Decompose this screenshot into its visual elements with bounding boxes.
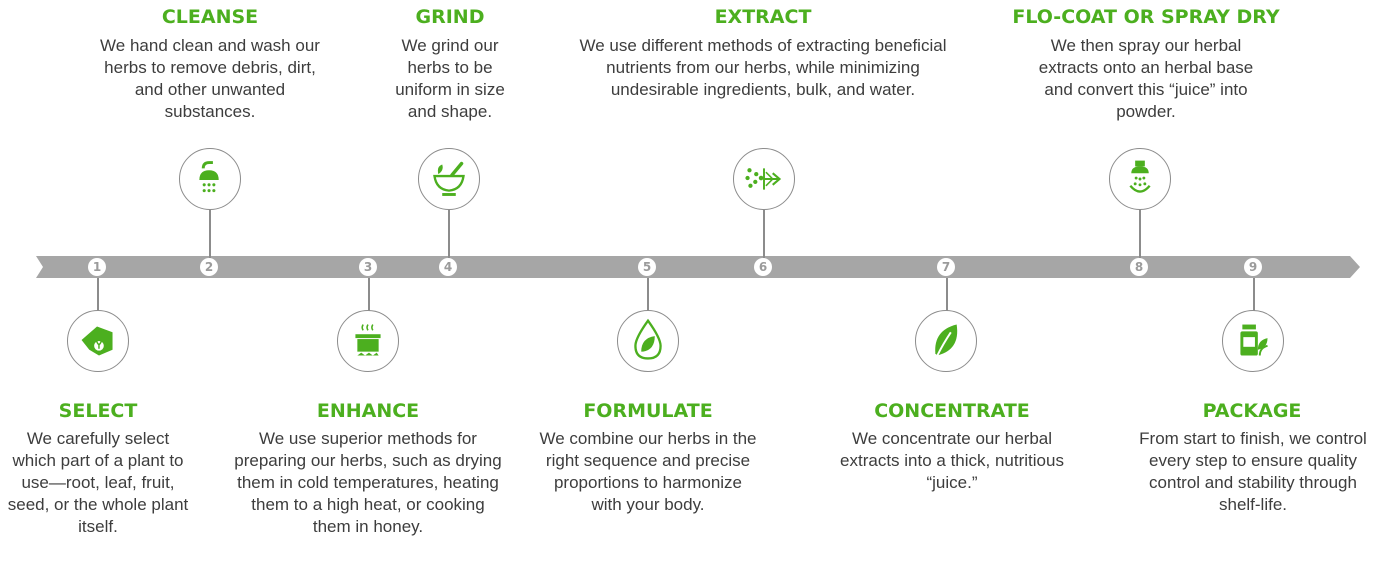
connector-1 [97,278,99,318]
connector-8 [1139,210,1141,258]
step-9-description: From start to finish, we control every s… [1139,429,1367,514]
step-3-description: We use superior methods for preparing ou… [234,429,502,536]
step-7-title: CONCENTRATE [874,400,1030,422]
step-number-5: 5 [638,258,656,276]
bottle-leaf-icon [1240,324,1268,356]
step-number-7: 7 [937,258,955,276]
step-6-description: We use different methods of extracting b… [579,36,947,99]
step-3-title: ENHANCE [316,400,420,422]
shower-head-icon [199,161,219,193]
step-9-title: PACKAGE [1202,400,1302,422]
step-6-circle [733,148,795,210]
connector-9 [1253,278,1255,318]
hand-plant-icon [81,326,113,356]
connector-4 [448,210,450,258]
step-4-description: We grind our herbs to be uniform in size… [395,36,505,121]
step-5-title: FORMULATE [583,400,713,422]
step-4-circle [418,148,480,210]
connector-3 [368,278,370,318]
step-number-9: 9 [1244,258,1262,276]
step-4-title: GRIND [415,6,485,28]
connector-5 [647,278,649,318]
step-3-circle [337,310,399,372]
step-8-title: FLO-COAT OR SPRAY DRY [1012,6,1280,28]
step-1-circle [67,310,129,372]
drop-leaf-icon [634,318,662,360]
step-number-4: 4 [439,258,457,276]
cooking-pot-icon [355,324,381,356]
step-9-circle [1222,310,1284,372]
connector-7 [946,278,948,318]
mortar-pestle-icon [433,161,465,196]
step-number-6: 6 [754,258,772,276]
step-7-description: We concentrate our herbal extracts into … [840,429,1064,492]
connector-6 [763,210,765,258]
step-8-circle [1109,148,1171,210]
step-7-circle [915,310,977,372]
step-2-circle [179,148,241,210]
step-1-description: We carefully select which part of a plan… [7,429,189,536]
step-number-2: 2 [200,258,218,276]
extraction-arrow-icon [745,168,782,190]
step-5-circle [617,310,679,372]
step-number-3: 3 [359,258,377,276]
step-2-title: CLEANSE [161,6,259,28]
step-8-description: We then spray our herbal extracts onto a… [1038,36,1254,121]
timeline-band [36,256,1360,278]
step-number-1: 1 [88,258,106,276]
connector-2 [209,210,211,258]
step-1-title: SELECT [58,400,138,422]
step-number-8: 8 [1130,258,1148,276]
leaf-icon [935,324,958,356]
spray-nozzle-icon [1129,160,1151,193]
step-6-title: EXTRACT [714,6,812,28]
step-5-description: We combine our herbs in the right sequen… [539,429,757,514]
step-2-description: We hand clean and wash our herbs to remo… [100,36,320,121]
